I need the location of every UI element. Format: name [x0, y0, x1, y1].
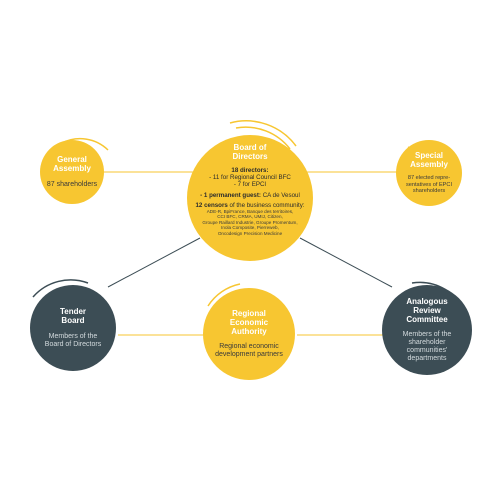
arc-regional-authority: [207, 283, 241, 307]
tender-board-title: Tender Board: [59, 307, 87, 325]
board-directors: 18 directors: - 11 for Regional Council …: [209, 167, 291, 189]
board-title: Board of Directors: [232, 143, 268, 161]
arc-tender-board: [32, 279, 89, 298]
general-assembly-node: General Assembly 87 shareholders: [40, 140, 104, 204]
arc-board: [229, 120, 297, 147]
board-guest: - 1 permanent guest: CA de Vesoul: [200, 191, 300, 199]
general-assembly-subtitle: 87 shareholders: [46, 181, 98, 188]
review-committee-subtitle: Members of the shareholder communities' …: [402, 331, 452, 362]
tender-board-node: Tender Board Members of the Board of Dir…: [30, 285, 116, 371]
regional-authority-subtitle: Regional economic development partners: [215, 343, 283, 358]
tender-board-subtitle: Members of the Board of Directors: [44, 333, 102, 348]
board-censors: 12 censors of the business community:: [195, 201, 305, 209]
regional-economic-authority-node: Regional Economic Authority Regional eco…: [203, 288, 295, 380]
board-censors-list: ADE-R, BpiFrance, Banque des territoires…: [202, 209, 298, 236]
board-of-directors-node: Board of Directors 18 directors: - 11 fo…: [187, 135, 313, 261]
general-assembly-title: General Assembly: [53, 155, 91, 173]
special-assembly-title: Special Assembly: [410, 151, 448, 170]
connector-board-to-review: [299, 237, 393, 288]
special-assembly-node: Special Assembly 87 elected repre- senta…: [396, 140, 462, 206]
special-assembly-subtitle: 87 elected repre- sentatives of EPCI sha…: [405, 175, 452, 195]
analogous-review-committee-node: Analogous Review Committee Members of th…: [382, 285, 472, 375]
connector-board-to-tender: [107, 237, 201, 288]
review-committee-title: Analogous Review Committee: [406, 297, 448, 324]
arc-board-inner: [235, 126, 291, 150]
regional-authority-title: Regional Economic Authority: [229, 309, 269, 336]
